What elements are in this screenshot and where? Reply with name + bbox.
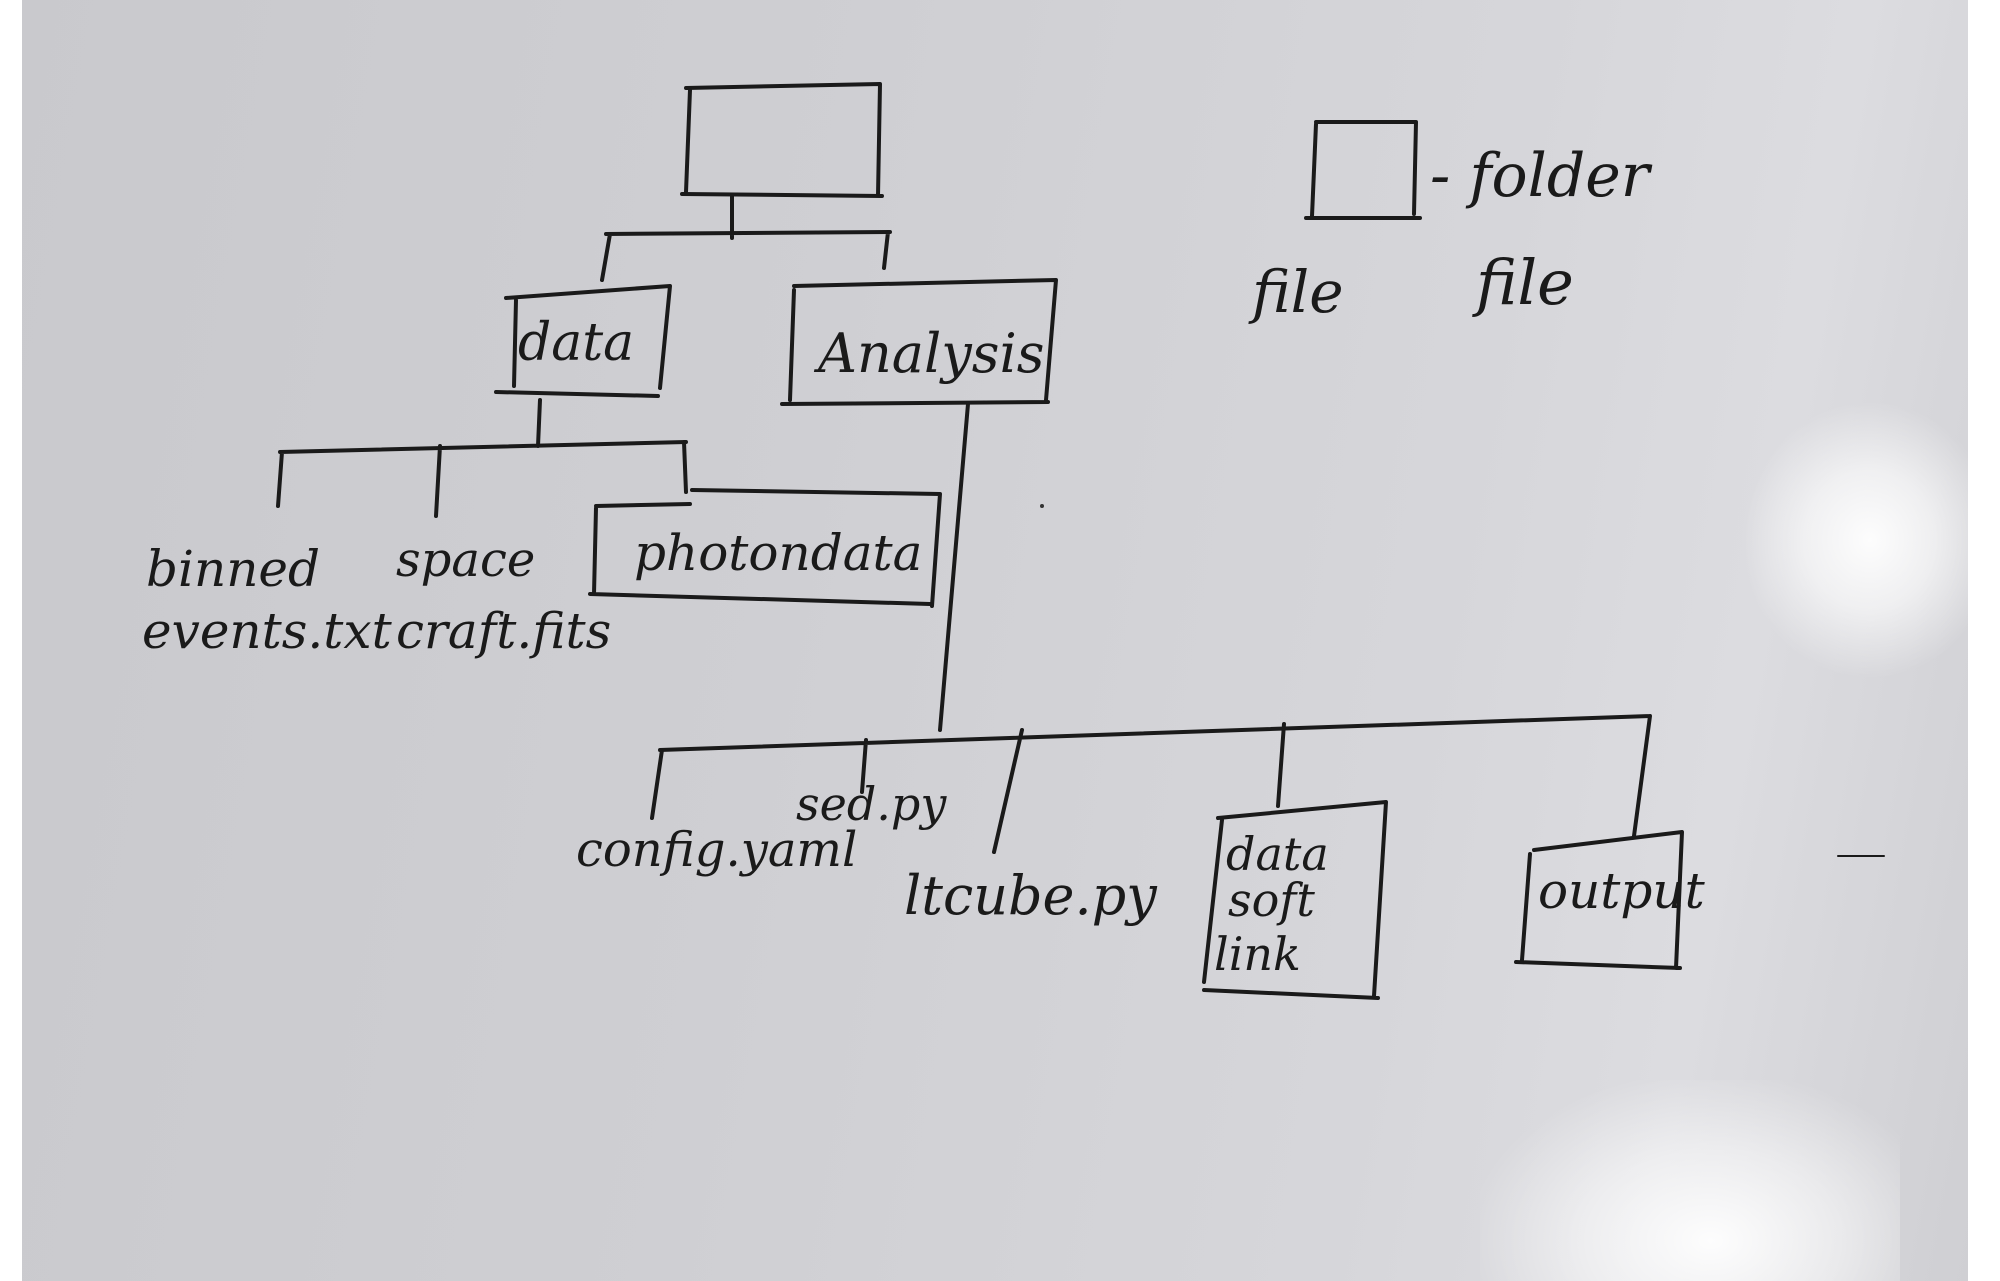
data-folder: data bbox=[494, 284, 672, 398]
root-folder bbox=[680, 82, 884, 198]
analysis-children-connector bbox=[650, 402, 1652, 854]
spacecraft-label-line1: space bbox=[396, 532, 535, 588]
analysis-folder-label: Analysis bbox=[813, 322, 1044, 385]
photondata-folder: photondata bbox=[588, 488, 942, 608]
spacecraft-file: space craft.fits bbox=[396, 532, 611, 660]
light-glare bbox=[1480, 1080, 1900, 1281]
folder-legend-icon bbox=[1304, 120, 1422, 220]
binned-events-label-line1: binned bbox=[146, 540, 320, 598]
binned-events-file: binned events.txt bbox=[142, 540, 393, 660]
sed-py-label: sed.py bbox=[796, 777, 947, 831]
ltcube-py-file: ltcube.py bbox=[904, 864, 1158, 927]
output-folder-label: output bbox=[1538, 862, 1706, 920]
output-folder: output bbox=[1514, 830, 1706, 970]
file-legend-label-right: file bbox=[1472, 246, 1574, 319]
stray-dot bbox=[1040, 504, 1044, 508]
analysis-folder: Analysis bbox=[780, 278, 1058, 406]
spacecraft-label-line2: craft.fits bbox=[396, 602, 611, 660]
binned-events-label-line2: events.txt bbox=[142, 602, 393, 660]
data-folder-label: data bbox=[518, 313, 634, 373]
data-children-connector bbox=[276, 398, 688, 518]
folder-legend-label: - folder bbox=[1430, 141, 1653, 211]
data-soft-link-label-line2: soft bbox=[1228, 873, 1315, 927]
data-soft-link-folder: data soft link bbox=[1202, 800, 1388, 1000]
config-yaml-file: config.yaml bbox=[576, 822, 857, 878]
root-connector bbox=[600, 194, 892, 282]
whiteboard bbox=[22, 0, 1968, 1281]
light-glare bbox=[1740, 400, 2000, 680]
photondata-folder-label: photondata bbox=[634, 524, 922, 582]
file-legend-label-left: file bbox=[1248, 258, 1344, 326]
config-yaml-label: config.yaml bbox=[576, 822, 857, 878]
sed-py-file: sed.py bbox=[796, 777, 947, 831]
data-soft-link-label-line1: data bbox=[1226, 827, 1329, 881]
data-soft-link-label-line3: link bbox=[1214, 927, 1301, 981]
ltcube-py-label: ltcube.py bbox=[904, 864, 1158, 927]
legend: - folder file file bbox=[1248, 120, 1653, 326]
